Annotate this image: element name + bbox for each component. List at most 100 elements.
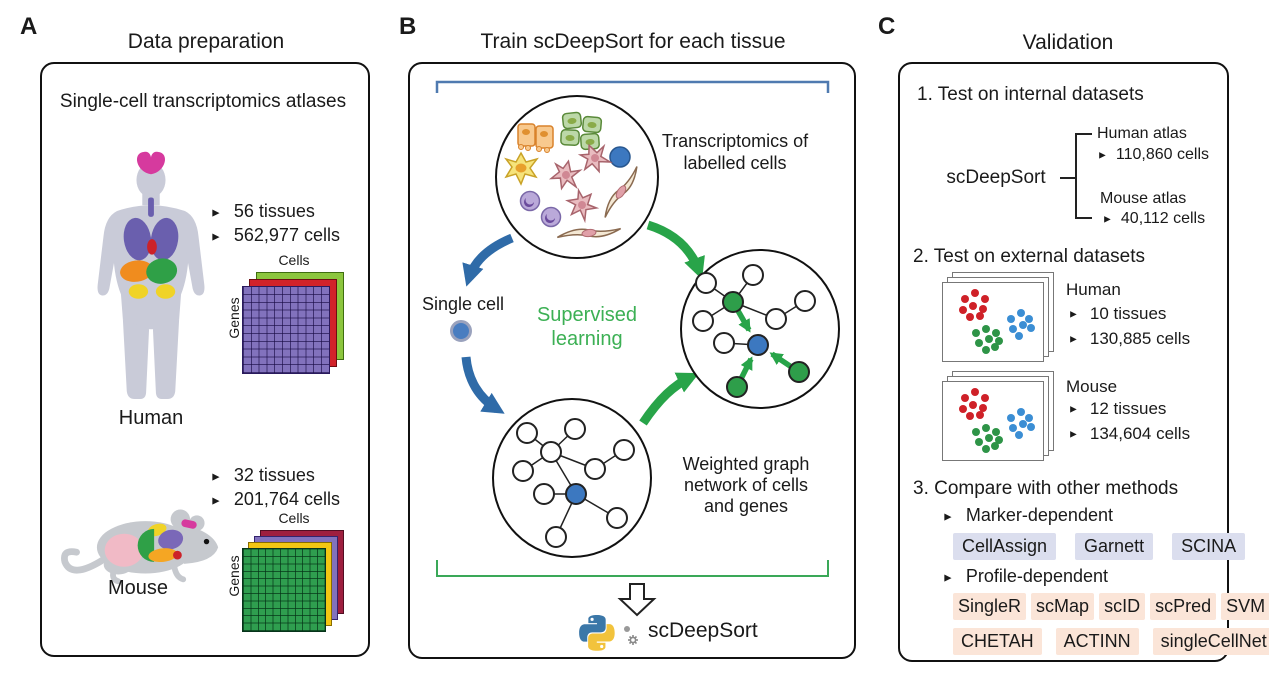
profile-methods-row-2: CHETAH ACTINN singleCellNet <box>953 628 1269 655</box>
green-cells-icon <box>560 111 603 151</box>
panel-b-title: Train scDeepSort for each tissue <box>480 30 786 53</box>
bullet-icon: ► <box>1068 308 1079 321</box>
human-dataset-cards <box>942 272 1054 362</box>
yellow-cell-icon <box>504 151 539 186</box>
epithelial-cells-icon <box>517 123 554 153</box>
cluster-scatter-icon <box>959 388 1035 453</box>
tree-top-stub <box>1075 133 1092 135</box>
scdeepsort-root-label: scDeepSort <box>946 167 1046 188</box>
mouse-heart <box>173 550 182 560</box>
panel-a-subtitle: Single-cell transcriptomics atlases <box>59 91 347 112</box>
down-arrow-icon <box>617 583 657 617</box>
human-matrix-illustration: Cells Genes <box>226 252 354 382</box>
external-human-tissues: ► 10 tissues <box>1068 304 1167 323</box>
mouse-tissues-stat: ► 32 tissues <box>210 465 315 485</box>
lungs-icon <box>123 197 179 261</box>
supervised-learning-label: Supervised learning <box>536 304 638 350</box>
bullet-icon: ► <box>942 570 954 584</box>
mouse-dataset-cards <box>942 371 1054 461</box>
liver-icon <box>120 260 153 282</box>
labelled-cells-circle <box>495 95 659 259</box>
tree-bottom-stub <box>1075 217 1092 219</box>
external-mouse-cells: ► 134,604 cells <box>1068 424 1191 443</box>
arrow-green-bottom <box>639 372 700 426</box>
bullet-icon: ► <box>1068 403 1079 416</box>
card-front <box>942 282 1044 362</box>
panel-c-box <box>898 62 1229 662</box>
external-mouse-label: Mouse <box>1066 377 1118 396</box>
arrow-green-top <box>646 220 705 280</box>
scdeepsort-output-label: scDeepSort <box>648 619 758 642</box>
kidneys-icon <box>128 284 176 299</box>
matrix-genes-label: Genes <box>226 555 242 597</box>
bullet-icon: ► <box>1102 213 1113 226</box>
panel-c-letter: C <box>878 13 896 40</box>
bullet-icon: ► <box>1097 149 1108 162</box>
python-logo-icon <box>579 615 615 651</box>
profile-dependent-heading: ► Profile-dependent <box>942 566 1108 586</box>
method-chip: scID <box>1099 593 1146 620</box>
mouse-eye <box>203 538 210 545</box>
tree-root-stub <box>1060 177 1075 179</box>
mouse-atlas-label: Mouse atlas <box>1100 190 1187 207</box>
gear-icon <box>628 635 638 645</box>
weighted-graph-circle <box>680 249 840 409</box>
method-chip: SCINA <box>1172 533 1246 560</box>
compare-heading: 3. Compare with other methods <box>913 478 1179 499</box>
arrow-blue-1 <box>462 233 514 287</box>
panel-a-title: Data preparation <box>127 30 285 53</box>
method-chip: Garnett <box>1075 533 1154 560</box>
stomach-icon <box>146 258 178 284</box>
mouse-brain <box>181 519 197 529</box>
mouse-tail <box>61 548 107 574</box>
mouse-label: Mouse <box>107 577 169 599</box>
panel-b-letter: B <box>399 13 417 40</box>
arrow-blue-2 <box>461 356 505 414</box>
human-cells-stat: ► 562,977 cells <box>210 225 340 245</box>
dendritic-cells-icon <box>548 143 613 224</box>
method-chip: SingleR <box>953 593 1027 620</box>
bullet-icon: ► <box>1068 428 1079 441</box>
card-front <box>942 381 1044 461</box>
bullet-icon: ► <box>1068 333 1079 346</box>
matrix-genes-label: Genes <box>226 297 242 339</box>
bullet-icon: ► <box>210 229 222 243</box>
top-bracket <box>435 80 830 93</box>
method-chip: ACTINN <box>1055 628 1139 655</box>
panel-a-letter: A <box>20 13 38 40</box>
human-label: Human <box>118 407 184 429</box>
weighted-graph-caption: Weighted graph network of cells and gene… <box>682 454 810 516</box>
bullet-icon: ► <box>210 493 222 507</box>
external-mouse-tissues: ► 12 tissues <box>1068 399 1167 418</box>
mouse-atlas-cells: ► 40,112 cells <box>1102 210 1206 227</box>
brain-icon <box>136 151 166 175</box>
graph-circle <box>492 398 652 558</box>
marker-dependent-heading: ► Marker-dependent <box>942 505 1113 525</box>
marker-methods-row: CellAssign Garnett SCINA <box>953 533 1246 560</box>
tree-vertical-line <box>1075 133 1077 219</box>
bullet-icon: ► <box>210 469 222 483</box>
human-body-illustration <box>88 146 214 404</box>
mouse-cells-stat: ► 201,764 cells <box>210 489 340 509</box>
internal-heading: 1. Test on internal datasets <box>917 84 1144 105</box>
weighted-center-node <box>747 334 769 356</box>
method-chip: CHETAH <box>953 628 1042 655</box>
method-chip: CellAssign <box>953 533 1057 560</box>
mouse-organ-orange <box>148 548 178 563</box>
panel-b-artwork <box>408 62 858 660</box>
mouse-organ-purple <box>158 529 184 550</box>
profile-methods-row-1: SingleR scMap scID scPred SVM <box>953 593 1269 620</box>
mouse-matrix-illustration: Cells Genes <box>226 510 354 640</box>
human-tissues-stat: ► 56 tissues <box>210 201 315 221</box>
matrix-layer <box>242 286 330 374</box>
external-human-label: Human <box>1066 280 1121 299</box>
matrix-cells-label: Cells <box>278 252 310 268</box>
bullet-icon: ► <box>210 205 222 219</box>
single-cell-icon <box>450 320 472 342</box>
labelled-cells-caption: Transcriptomics of labelled cells <box>661 131 809 173</box>
cluster-scatter-icon <box>959 289 1035 354</box>
dot-icon <box>624 626 630 632</box>
panel-c-title: Validation <box>1022 31 1114 54</box>
graph-center-node <box>565 483 587 505</box>
